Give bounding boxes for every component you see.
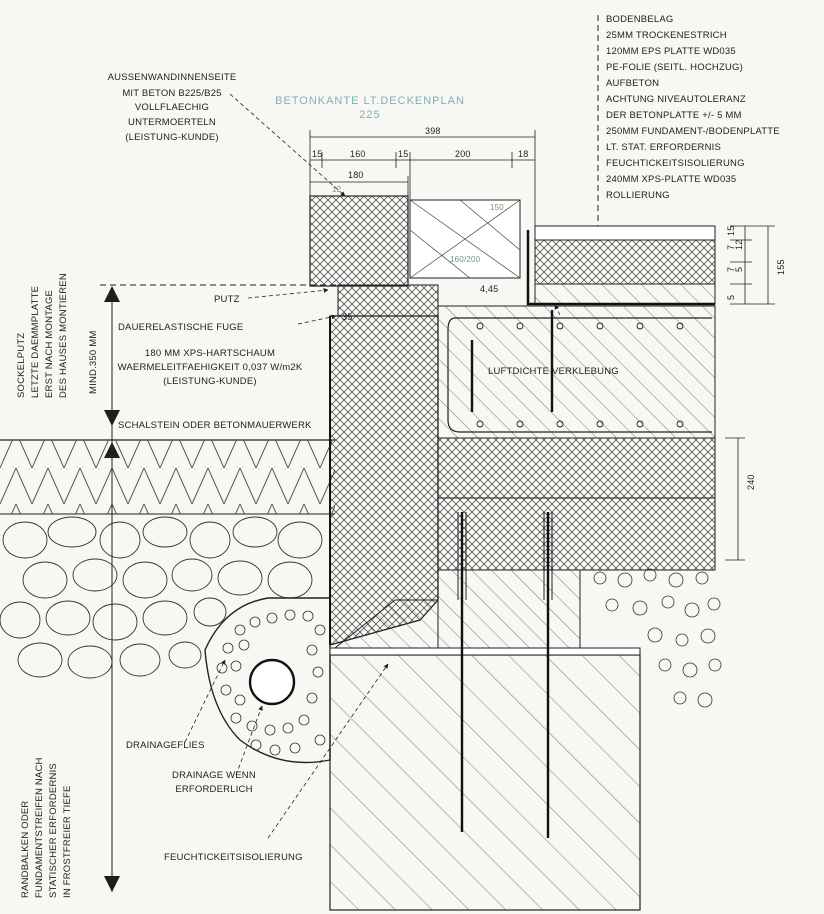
- drainage-label-1: DRAINAGE WENN: [172, 770, 256, 781]
- arrow-up-icon: [104, 286, 120, 302]
- leader-lines: [184, 93, 561, 839]
- dim-15-mid: 15: [398, 149, 408, 159]
- schalstein-label: SCHALSTEIN ODER BETONMAUERWERK: [118, 420, 312, 431]
- betonkante-label: BETONKANTE LT.DECKENPLAN: [275, 95, 465, 107]
- dim-small-5: 5: [726, 295, 736, 300]
- tag-160-200: 160/200: [450, 255, 481, 264]
- feucht-label: FEUCHTICKEITSISOLIERUNG: [164, 852, 303, 863]
- fuge-label: DAUERELASTISCHE FUGE: [118, 322, 243, 333]
- note-line: DES HAUSES MONTIEREN: [58, 273, 69, 398]
- floor-buildup: [437, 225, 716, 838]
- note-aussenwand: AUSSENWANDINNENSEITE MIT BETON B225/B25 …: [108, 72, 237, 143]
- note-line: FEUCHTICKEITSISOLIERUNG: [606, 158, 745, 169]
- note-line: 250MM FUNDAMENT-/BODENPLATTE: [606, 126, 780, 137]
- note-line: MIT BETON B225/B25: [122, 88, 221, 99]
- foundation-strip: [329, 647, 641, 911]
- arrow-down-icon: [104, 876, 120, 892]
- dim-240: 240: [746, 474, 756, 490]
- xps-insulation-wall: [329, 315, 439, 649]
- gravel-stone-layer: [0, 516, 323, 679]
- note-line: UNTERMOERTELN: [128, 117, 216, 128]
- note-line: LETZTE DAEMMPLATTE: [30, 286, 41, 398]
- note-line: LT. STAT. ERFORDERNIS: [606, 142, 721, 153]
- drainage-gravel-pocket: [204, 597, 331, 764]
- note-line: AUFBETON: [606, 78, 659, 89]
- dim-tag-445: 4,45: [480, 284, 498, 294]
- note-line: ROLLIERUNG: [606, 190, 670, 201]
- upper-wall: [309, 195, 521, 317]
- putz-label: PUTZ: [214, 294, 240, 305]
- dim-398: 398: [425, 126, 441, 136]
- dim-160: 160: [350, 149, 366, 159]
- drain-pipe-icon: [248, 658, 296, 706]
- note-line: SOCKELPUTZ: [16, 333, 27, 398]
- note-line: 180 MM XPS-HARTSCHAUM: [145, 348, 275, 359]
- tag-12: 12: [332, 185, 342, 194]
- arrow-up-icon: [104, 442, 120, 458]
- right-dimension-chain: [725, 225, 775, 561]
- dim-155: 155: [776, 259, 786, 275]
- min350-label: MIND.350 MM: [88, 331, 99, 394]
- topsoil-layer: [0, 440, 335, 514]
- dim-small-12: 12: [734, 240, 744, 250]
- gravel-right: [593, 568, 722, 708]
- note-line: 240MM XPS-PLATTE WD035: [606, 174, 736, 185]
- note-line: DER BETONPLATTE +/- 5 MM: [606, 110, 742, 121]
- drainagefliess-label: DRAINAGEFLIES: [126, 740, 205, 751]
- arrow-down-icon: [104, 410, 120, 426]
- ground-layers: [0, 439, 335, 764]
- note-line: PE-FOLIE (SEITL. HOCHZUG): [606, 62, 743, 73]
- note-line: (LEISTUNG-KUNDE): [163, 376, 256, 387]
- note-randbalken: RANDBALKEN ODER FUNDAMENTSTREIFEN NACH S…: [20, 757, 73, 898]
- dim-15-left: 15: [312, 149, 322, 159]
- reference-lines: [100, 15, 599, 910]
- level-markers: [104, 286, 120, 892]
- note-line: BODENBELAG: [606, 14, 673, 25]
- dim-200: 200: [455, 149, 471, 159]
- note-xps: 180 MM XPS-HARTSCHAUM WAERMELEITFAEHIGKE…: [118, 348, 303, 387]
- luftdicht-label: LUFTDICHTE VERKLEBUNG: [488, 366, 619, 377]
- betonkante-value: 225: [359, 109, 380, 121]
- dim-small-7: 7: [726, 245, 736, 250]
- tag-150: 150: [490, 203, 504, 212]
- dim-180: 180: [348, 170, 364, 180]
- note-line: ACHTUNG NIVEAUTOLERANZ: [606, 94, 746, 105]
- dim-small-5b: 5: [734, 267, 744, 272]
- top-dimension-chain: [309, 130, 536, 226]
- dim-small-15: 15: [726, 226, 736, 236]
- note-line: RANDBALKEN ODER: [20, 801, 31, 899]
- note-line: VOLLFLAECHIG: [135, 102, 209, 113]
- note-bodenbelag: BODENBELAG 25MM TROCKENESTRICH 120MM EPS…: [606, 14, 780, 201]
- note-line: 120MM EPS PLATTE WD035: [606, 46, 736, 57]
- dim-18: 18: [518, 149, 528, 159]
- note-line: WAERMELEITFAEHIGKEIT 0,037 W/m2K: [118, 362, 303, 373]
- note-line: 25MM TROCKENESTRICH: [606, 30, 727, 41]
- dim-small-7b: 7: [726, 267, 736, 272]
- note-line: ERST NACH MONTAGE: [44, 290, 55, 398]
- note-line: AUSSENWANDINNENSEITE: [108, 72, 237, 83]
- drainage-label-2: ERFORDERLICH: [175, 784, 252, 795]
- note-line: (LEISTUNG-KUNDE): [125, 132, 218, 143]
- note-line: STATISCHER ERFORDERNIS: [48, 763, 59, 898]
- note-sockelputz: SOCKELPUTZ LETZTE DAEMMPLATTE ERST NACH …: [16, 273, 69, 398]
- note-line: FUNDAMENTSTREIFEN NACH: [34, 757, 45, 898]
- dim-35: 35: [342, 312, 352, 322]
- note-line: IN FROSTFREIER TIEFE: [62, 785, 73, 898]
